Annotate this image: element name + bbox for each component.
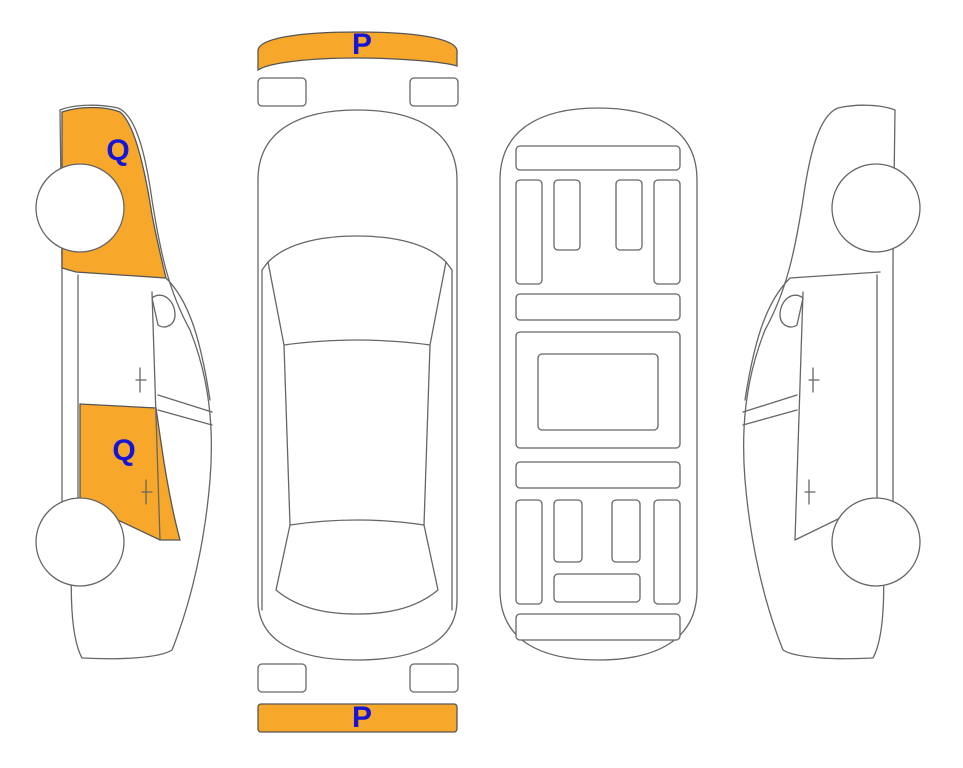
right-door-handle-front	[808, 367, 820, 393]
top-body-outline	[257, 109, 458, 661]
right-door-split	[742, 274, 878, 541]
underbody-rear-block-right	[611, 499, 641, 563]
right-rear-wheel	[831, 497, 921, 587]
underbody-front-rail-right	[653, 179, 681, 285]
underbody-outline	[499, 107, 698, 661]
left-roof-line	[151, 277, 211, 541]
left-mirror	[151, 294, 176, 328]
underbody-front-block-left	[553, 179, 581, 251]
rear-bumper-panel	[257, 703, 458, 733]
rear-light-left	[257, 663, 307, 693]
right-body-outline	[742, 104, 896, 660]
underbody-front-panel	[515, 145, 681, 171]
right-mirror	[779, 294, 804, 328]
front-bumper-panel	[257, 31, 458, 72]
underbody-rear-rail-left	[515, 499, 543, 605]
front-light-right	[409, 77, 459, 107]
left-door-handle-rear	[141, 479, 153, 505]
top-roof	[283, 344, 431, 526]
left-door-handle-front	[135, 367, 147, 393]
underbody-crossmember-rear	[515, 461, 681, 489]
left-body-outline	[59, 104, 213, 660]
underbody-rear-rail-right	[653, 499, 681, 605]
rear-bumper-label: P	[352, 701, 372, 734]
top-rear-window	[275, 524, 439, 615]
rear-door-lower-label: Q	[112, 434, 135, 467]
front-bumper-label: P	[352, 28, 372, 61]
top-view	[257, 31, 459, 733]
right-roof-line	[744, 271, 881, 541]
top-windshield	[267, 235, 447, 346]
front-fender-label: Q	[106, 134, 129, 167]
right-front-wheel	[831, 163, 921, 253]
right-side-view	[742, 104, 921, 660]
underbody-view	[499, 107, 698, 661]
left-rear-wheel	[35, 497, 125, 587]
left-door-split	[77, 274, 213, 501]
underbody-crossmember-front	[515, 293, 681, 321]
left-side-view	[35, 104, 213, 660]
underbody-front-block-right	[615, 179, 643, 251]
underbody-rear-block-left	[553, 499, 583, 563]
underbody-rear-panel	[515, 613, 681, 641]
rear-light-right	[409, 663, 459, 693]
right-door-handle-rear	[804, 479, 816, 505]
top-side-lines	[261, 261, 453, 611]
underbody-rear-center	[553, 573, 641, 603]
front-light-left	[257, 77, 307, 107]
underbody-front-rail-left	[515, 179, 543, 285]
underbody-center-panel	[537, 353, 659, 431]
left-front-wheel	[35, 163, 125, 253]
